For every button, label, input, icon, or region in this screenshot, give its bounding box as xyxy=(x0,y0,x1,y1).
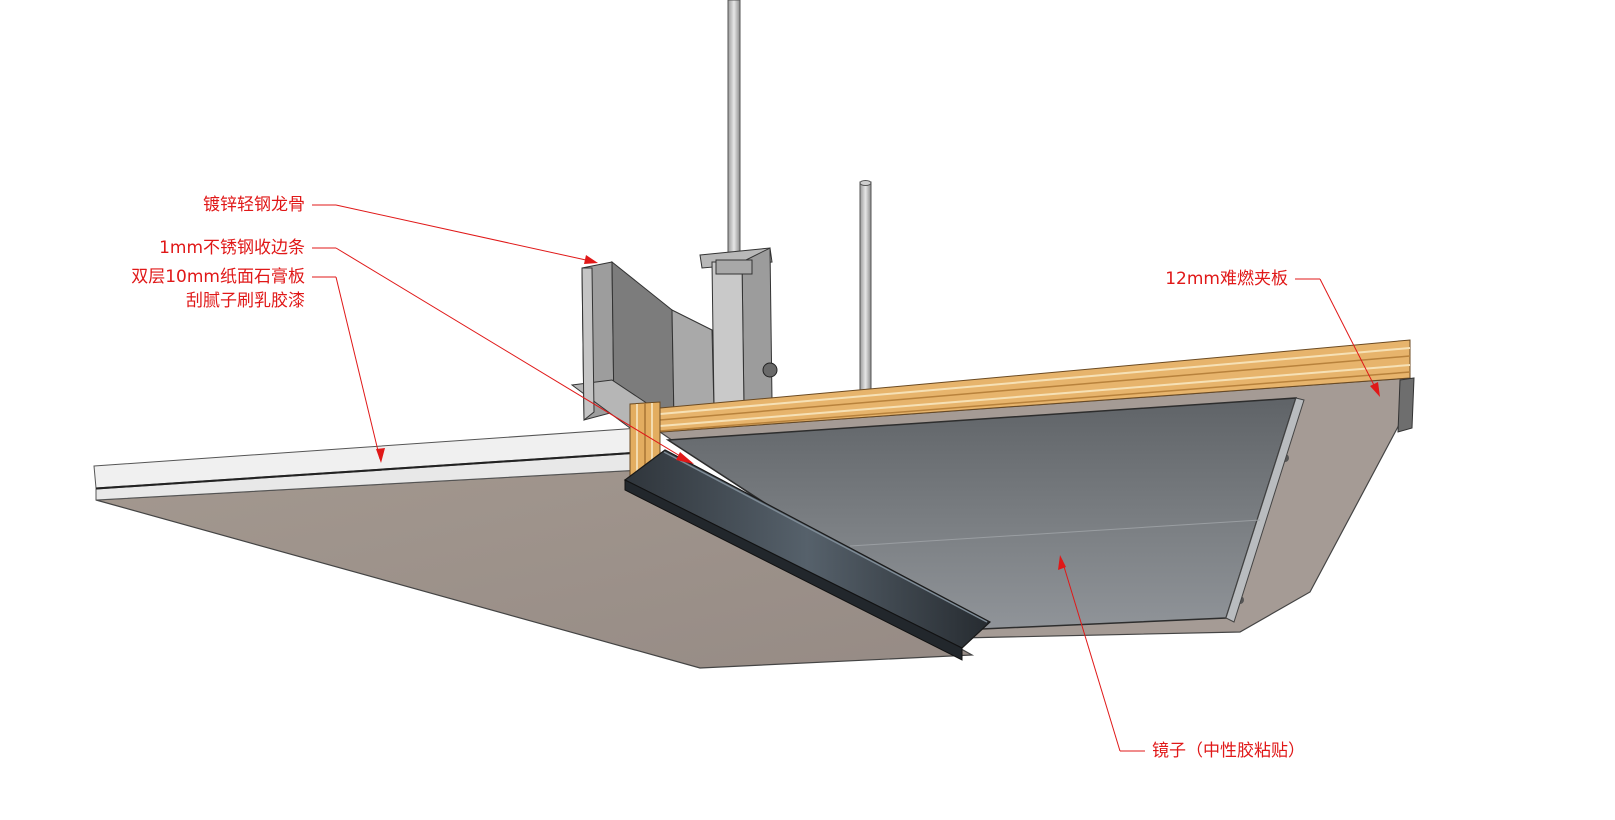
hanger-bracket xyxy=(699,247,778,411)
label-mirror: 镜子（中性胶粘贴） xyxy=(1152,741,1305,761)
gypsum-layer-joint xyxy=(95,451,641,490)
bolt-head xyxy=(762,362,778,378)
gypsum-board xyxy=(93,427,975,669)
stainless-trim xyxy=(623,449,992,661)
trim-face xyxy=(624,479,963,661)
leader-gypsum xyxy=(312,276,385,463)
mirror-edge xyxy=(1225,397,1305,623)
mirror-panel xyxy=(665,397,1305,631)
hanger-rod-secondary xyxy=(859,181,872,401)
label-stainless-trim: 1mm不锈钢收边条 xyxy=(159,238,305,258)
rod-end xyxy=(859,180,872,186)
label-steel-keel: 镀锌轻钢龙骨 xyxy=(203,195,305,215)
hex-nut xyxy=(715,259,753,275)
leader-trim xyxy=(312,247,694,464)
leader-mirror xyxy=(1058,555,1145,752)
leader-plywood xyxy=(1295,278,1380,397)
leader-lines xyxy=(312,204,1380,752)
steel-keel xyxy=(570,260,715,429)
label-gypsum-line1: 双层10mm纸面石膏板 xyxy=(131,267,305,287)
leader-keel xyxy=(312,204,598,264)
label-gypsum-line2: 刮腻子刷乳胶漆 xyxy=(186,291,305,311)
label-plywood: 12mm难燃夹板 xyxy=(1165,269,1288,289)
